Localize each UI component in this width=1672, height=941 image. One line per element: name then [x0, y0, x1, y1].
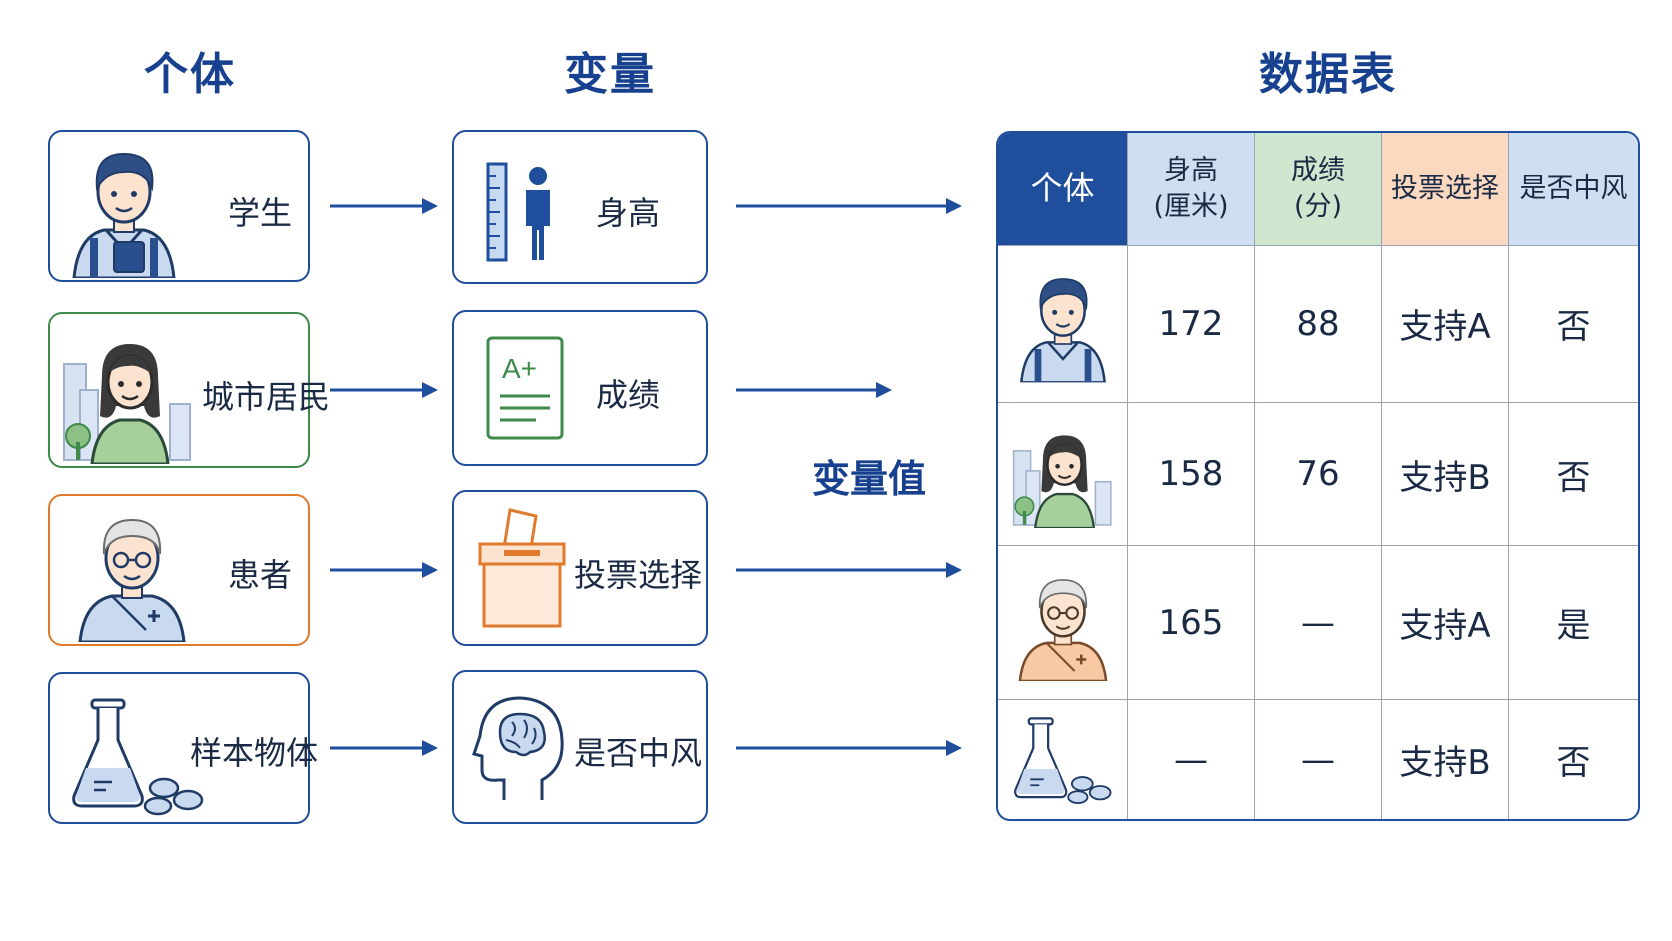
- variable-value-label: 变量值: [812, 457, 927, 501]
- patient-avatar-icon: [1013, 565, 1113, 681]
- resident-avatar-icon: [1009, 420, 1117, 528]
- variables-title: 变量: [564, 49, 656, 100]
- variable-card-height: 身高: [452, 130, 708, 284]
- variable-label: 是否中风: [574, 734, 703, 772]
- table-row: 165 — 支持A 是: [998, 546, 1638, 701]
- header-stroke: 是否中风: [1509, 133, 1638, 246]
- flask-icon: [1011, 715, 1115, 805]
- individual-label: 患者: [228, 556, 293, 594]
- table-row: 158 76 支持B 否: [998, 402, 1638, 547]
- table-cell: —: [1255, 700, 1382, 819]
- student-avatar-icon: [1013, 265, 1113, 383]
- table-cell: 支持B: [1382, 700, 1509, 819]
- arrow-icon: [736, 382, 892, 398]
- arrow-icon: [736, 198, 962, 214]
- individual-label: 学生: [228, 194, 293, 232]
- resident-icon: [58, 324, 198, 464]
- table-cell: 支持A: [1382, 246, 1509, 403]
- row-avatar: [998, 402, 1128, 547]
- variable-label: 投票选择: [574, 556, 703, 594]
- variable-card-vote: 投票选择: [452, 490, 708, 646]
- variable-label: 成绩: [596, 376, 661, 414]
- table-cell: 支持B: [1382, 402, 1509, 547]
- height-ruler-icon: [486, 162, 550, 262]
- variable-card-stroke: 是否中风: [452, 670, 708, 824]
- table-cell: 否: [1509, 403, 1638, 547]
- table-cell: 76: [1255, 402, 1382, 547]
- student-icon: [64, 138, 184, 278]
- individual-label: 城市居民: [202, 378, 331, 416]
- table-row: — — 支持B 否: [998, 700, 1638, 819]
- table-cell: 否: [1556, 743, 1591, 784]
- table-header-row: 个体 身高(厘米) 成绩(分) 投票选择 是否中风: [998, 133, 1638, 246]
- individual-label: 样本物体: [190, 734, 319, 772]
- arrow-icon: [330, 740, 438, 756]
- arrow-icon: [736, 740, 962, 756]
- arrow-icon: [330, 562, 438, 578]
- grade-sheet-icon: A+: [486, 336, 564, 440]
- table-cell: 否: [1509, 246, 1638, 403]
- header-individual: 个体: [998, 133, 1128, 246]
- row-avatar: [998, 546, 1128, 701]
- individuals-title: 个体: [144, 49, 236, 100]
- variable-card-grade: A+ 成绩: [452, 310, 708, 466]
- individual-card-patient: 患者: [48, 494, 310, 646]
- table-cell: —: [1255, 546, 1382, 701]
- table-cell: 是: [1509, 546, 1638, 701]
- table-cell: 172: [1128, 246, 1255, 403]
- individual-card-student: 学生: [48, 130, 310, 282]
- arrow-icon: [330, 382, 438, 398]
- brain-head-icon: [472, 696, 564, 800]
- individual-card-sample: 样本物体: [48, 672, 318, 824]
- individual-card-resident: 城市居民: [48, 312, 330, 468]
- row-avatar: [998, 700, 1128, 819]
- patient-icon: [72, 502, 192, 642]
- header-grade: 成绩(分): [1255, 133, 1382, 246]
- table-row: 172 88 支持A 否: [998, 246, 1638, 403]
- grade-text: A+: [502, 353, 537, 384]
- header-vote: 投票选择: [1382, 133, 1509, 246]
- flask-icon: [68, 696, 208, 816]
- datatable-title: 数据表: [1259, 49, 1397, 100]
- table-cell: 158: [1128, 402, 1255, 547]
- table-cell: —: [1128, 700, 1255, 819]
- arrow-icon: [736, 562, 962, 578]
- header-height: 身高(厘米): [1128, 133, 1255, 246]
- variable-label: 身高: [596, 194, 661, 232]
- row-avatar: [998, 246, 1128, 403]
- table-cell: 88: [1255, 246, 1382, 403]
- arrow-icon: [330, 198, 438, 214]
- table-cell: 支持A: [1382, 546, 1509, 701]
- data-table: 个体 身高(厘米) 成绩(分) 投票选择 是否中风 172 88 支持A 否 1…: [996, 131, 1640, 821]
- table-cell: 165: [1128, 546, 1255, 701]
- ballot-box-icon: [478, 508, 566, 628]
